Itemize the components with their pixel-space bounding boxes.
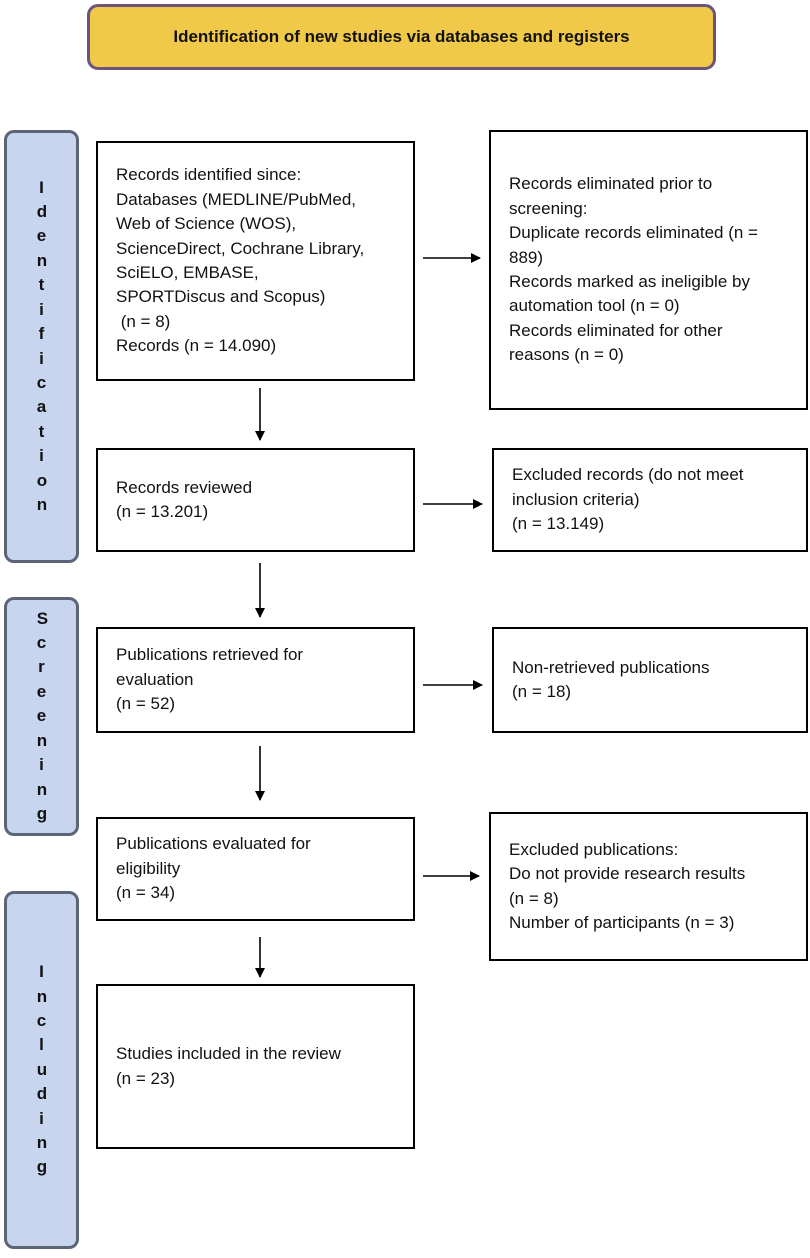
stage-label: Screening — [36, 608, 49, 823]
stage-label: Including — [36, 962, 48, 1177]
box-line: Records eliminated for other — [509, 320, 723, 340]
box-line: SPORTDiscus and Scopus) — [116, 287, 326, 307]
box-line: Databases (MEDLINE/PubMed, — [116, 189, 356, 209]
box-line: (n = 52) — [116, 694, 176, 714]
box-line: automation tool (n = 0) — [509, 296, 680, 316]
box-line: (n = 34) — [116, 883, 176, 903]
box-line: (n = 8) — [116, 311, 171, 331]
box-records-eliminated: Records eliminated prior to screening: Dup… — [489, 130, 808, 410]
box-line: Duplicate records eliminated (n = — [509, 223, 758, 243]
header-title: Identification of new studies via databa… — [173, 27, 630, 46]
box-line: Excluded records (do not meet — [512, 465, 744, 485]
stage-screening: Screening — [4, 597, 79, 836]
stage-identification: Identification — [4, 130, 79, 563]
box-non-retrieved: Non-retrieved publications (n = 18) — [492, 627, 808, 733]
box-line: Non-retrieved publications — [512, 657, 710, 677]
box-line: Records eliminated prior to — [509, 174, 713, 194]
box-line: Studies included in the review — [116, 1044, 341, 1064]
box-line: Do not provide research results — [509, 864, 746, 884]
box-line: reasons (n = 0) — [509, 345, 624, 365]
stage-label: Identification — [36, 177, 48, 514]
box-records-reviewed: Records reviewed (n = 13.201) — [96, 448, 415, 552]
box-line: (n = 23) — [116, 1068, 176, 1088]
box-line: Records reviewed — [116, 477, 253, 497]
box-line: screening: — [509, 198, 588, 218]
box-excluded-publications: Excluded publications: Do not provide res… — [489, 812, 808, 961]
box-line: eligibility — [116, 858, 181, 878]
box-line: (n = 13.201) — [116, 502, 209, 521]
stage-including: Including — [4, 891, 79, 1249]
box-line: Excluded publications: — [509, 839, 679, 859]
box-line: Number of participants (n = 3) — [509, 912, 735, 932]
box-line: Records identified since: — [116, 165, 302, 185]
box-line: Records (n = 14.090) — [116, 336, 277, 356]
box-line: Web of Science (WOS), — [116, 214, 297, 234]
box-line: inclusion criteria) — [512, 489, 640, 509]
box-line: 889) — [509, 247, 544, 267]
box-excluded-records: Excluded records (do not meet inclusion c… — [492, 448, 808, 552]
box-line: SciELO, EMBASE, — [116, 263, 259, 282]
box-line: Publications retrieved for — [116, 645, 304, 665]
box-line: (n = 8) — [509, 888, 559, 908]
header-banner: Identification of new studies via databa… — [87, 4, 716, 70]
box-line: (n = 13.149) — [512, 514, 605, 534]
box-line: ScienceDirect, Cochrane Library, — [116, 238, 365, 258]
box-line: evaluation — [116, 669, 194, 689]
box-publications-retrieved: Publications retrieved for evaluation (n =… — [96, 627, 415, 733]
box-studies-included: Studies included in the review (n = 23) — [96, 984, 415, 1149]
box-publications-evaluated: Publications evaluated for eligibility (n … — [96, 817, 415, 921]
box-line: Records marked as ineligible by — [509, 272, 750, 291]
box-records-identified: Records identified since: Databases (MEDL… — [96, 141, 415, 381]
box-line: Publications evaluated for — [116, 834, 311, 854]
box-line: (n = 18) — [512, 682, 572, 701]
